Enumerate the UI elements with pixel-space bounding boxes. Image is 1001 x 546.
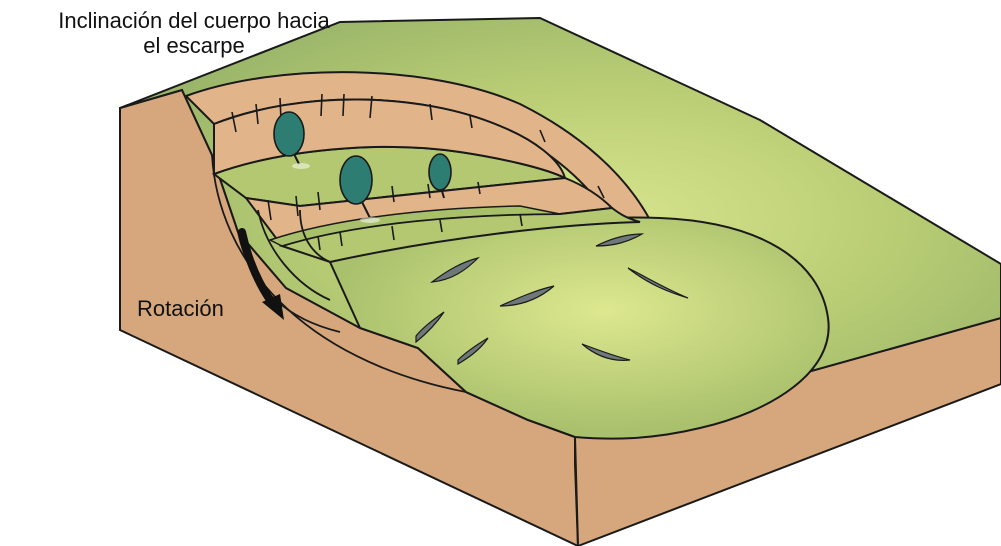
rotation-arrow-icon bbox=[238, 228, 284, 320]
tension-cracks bbox=[415, 233, 689, 366]
tree-icon bbox=[339, 155, 380, 223]
title-line-1: Inclinación del cuerpo hacia bbox=[58, 8, 330, 33]
crack bbox=[415, 311, 445, 344]
title-line-2: el escarpe bbox=[143, 33, 245, 59]
crack bbox=[581, 343, 631, 361]
rotation-label: Rotación bbox=[137, 296, 224, 321]
crack bbox=[457, 337, 489, 366]
crack bbox=[595, 233, 645, 247]
terrace-lower-grass bbox=[268, 205, 561, 247]
tilt-toward-scarp-label: Inclinación del cuerpo hacia el escarpe bbox=[8, 8, 380, 59]
crack bbox=[627, 267, 689, 299]
crack bbox=[429, 256, 480, 283]
tree-icon bbox=[428, 153, 452, 199]
tree-icon bbox=[273, 111, 310, 169]
crack bbox=[499, 285, 555, 307]
